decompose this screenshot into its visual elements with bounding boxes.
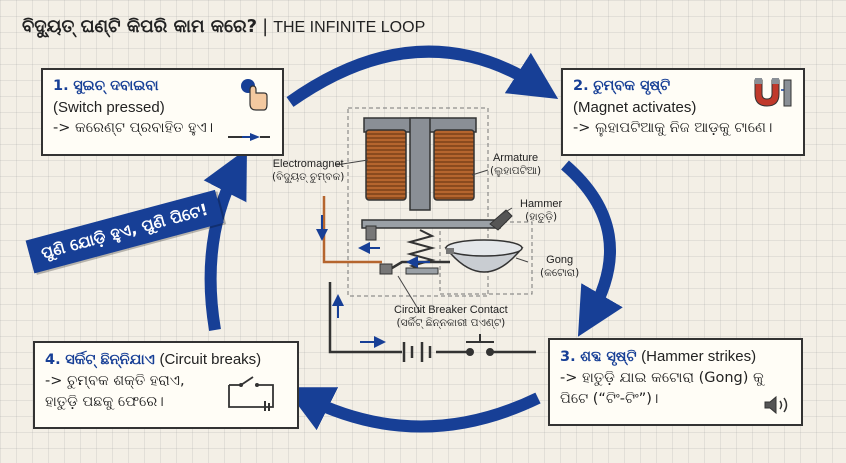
step-1-subtitle: (Switch pressed) xyxy=(53,99,165,116)
battery xyxy=(402,342,432,362)
label-armature: Armature (ଲୁହାପଟିଆ) xyxy=(490,152,541,178)
current-arrows xyxy=(316,215,430,348)
step-1-title: ସୁଇଚ୍ ଦବାଇବା xyxy=(73,78,159,94)
open-circuit-icon xyxy=(228,376,274,411)
title-odia: ବିଦ୍ୟୁତ୍ ଘଣ୍ଟି କିପରି କାମ କରେ? xyxy=(22,16,258,37)
label-hammer-en: Hammer xyxy=(520,198,563,210)
label-contact: Circuit Breaker Contact (ସର୍କିଟ୍ ଛିନ୍ନକା… xyxy=(394,304,508,330)
step-1-desc: -> କରେଣ୍ଟ ପ୍ରବାହିତ ହୁଏ। xyxy=(53,120,214,136)
label-contact-en: Circuit Breaker Contact xyxy=(394,304,508,316)
step-1-box: 1. ସୁଇଚ୍ ଦବାଇବା (Switch pressed) -> କରେଣ… xyxy=(41,68,284,156)
cycle-arrows xyxy=(203,45,623,433)
label-electromagnet: Electromagnet (ବିଦ୍ୟୁତ୍ ଚୁମ୍ବକ) xyxy=(272,158,344,184)
step-4-desc-line1: -> ଚୁମ୍ବକ ଶକ୍ତି ହରାଏ, xyxy=(45,373,185,389)
gong xyxy=(444,239,524,273)
label-contact-or: (ସର୍କିଟ୍ ଛିନ୍ନକାରୀ ପଏଣ୍ଟ) xyxy=(396,317,506,329)
step-3-title: ଶବ୍ଦ ସୃଷ୍ଟି xyxy=(580,349,637,365)
step-4-desc-line2: ହାତୁଡ଼ି ପଛକୁ ଫେରେ। xyxy=(45,394,164,410)
cycle-arrow-top xyxy=(286,45,559,107)
title-english: THE INFINITE LOOP xyxy=(273,19,426,36)
step-2-desc: -> ଲୁହାପଟିଆକୁ ନିଜ ଆଡ଼କୁ ଟାଣେ। xyxy=(573,120,773,136)
label-electromagnet-en: Electromagnet xyxy=(272,158,344,170)
step-2-number: 2. xyxy=(573,78,589,94)
electromagnet xyxy=(363,117,477,211)
step-3-number: 3. xyxy=(560,349,576,365)
bell-housing xyxy=(347,107,489,297)
circuit-breaker-contact xyxy=(379,263,393,275)
cycle-arrow-bottom xyxy=(284,387,541,433)
step-2-box: 2. ଚୁମ୍ବକ ସୃଷ୍ଟି (Magnet activates) -> ଲ… xyxy=(561,68,805,156)
armature xyxy=(361,209,513,241)
step-3-desc-line2: ପିଟେ (“ଟିଂ-ଟିଂ”)। xyxy=(560,391,659,407)
cycle-arrow-left xyxy=(203,148,247,331)
spring xyxy=(406,229,436,273)
step-4-title: ସର୍କିଟ୍ ଛିନ୍ନିଯାଏ xyxy=(65,352,155,368)
label-electromagnet-or: (ବିଦ୍ୟୁତ୍ ଚୁମ୍ବକ) xyxy=(272,171,345,183)
circuit-wires xyxy=(322,196,536,354)
label-gong: Gong (କଟୋରା) xyxy=(540,254,579,280)
hand-pressing-button-icon xyxy=(241,79,268,111)
title-separator: | xyxy=(262,16,269,37)
step-2-title: ଚୁମ୍ବକ ସୃଷ୍ଟି xyxy=(593,78,671,94)
label-armature-or: (ଲୁହାପଟିଆ) xyxy=(490,165,542,177)
page-title: ବିଦ୍ୟୁତ୍ ଘଣ୍ଟି କିପରି କାମ କରେ?|THE INFINI… xyxy=(22,16,425,37)
step-4-box: 4. ସର୍କିଟ୍ ଛିନ୍ନିଯାଏ (Circuit breaks) ->… xyxy=(33,341,299,429)
current-arrow-icon xyxy=(228,133,270,141)
label-gong-or: (କଟୋରା) xyxy=(540,267,580,279)
cycle-arrow-right xyxy=(561,160,623,337)
label-hammer-or: (ହାତୁଡ଼ି) xyxy=(525,211,558,223)
step-4-subtitle: (Circuit breaks) xyxy=(159,351,262,368)
label-armature-en: Armature xyxy=(492,152,539,164)
step-4-number: 4. xyxy=(45,352,61,368)
step-3-subtitle: (Hammer strikes) xyxy=(641,348,757,365)
step-3-desc-line1: -> ହାତୁଡ଼ି ଯାଇ କଟୋରା (Gong) କୁ xyxy=(560,370,764,386)
label-hammer: Hammer (ହାତୁଡ଼ି) xyxy=(520,198,562,224)
label-gong-en: Gong xyxy=(546,254,574,266)
speaker-sound-icon xyxy=(764,395,788,415)
step-1-number: 1. xyxy=(53,78,69,94)
horseshoe-magnet-icon xyxy=(754,78,792,107)
step-2-subtitle: (Magnet activates) xyxy=(573,99,697,116)
step-3-box: 3. ଶବ୍ଦ ସୃଷ୍ଟି (Hammer strikes) -> ହାତୁଡ… xyxy=(548,338,803,426)
push-switch xyxy=(466,334,494,356)
